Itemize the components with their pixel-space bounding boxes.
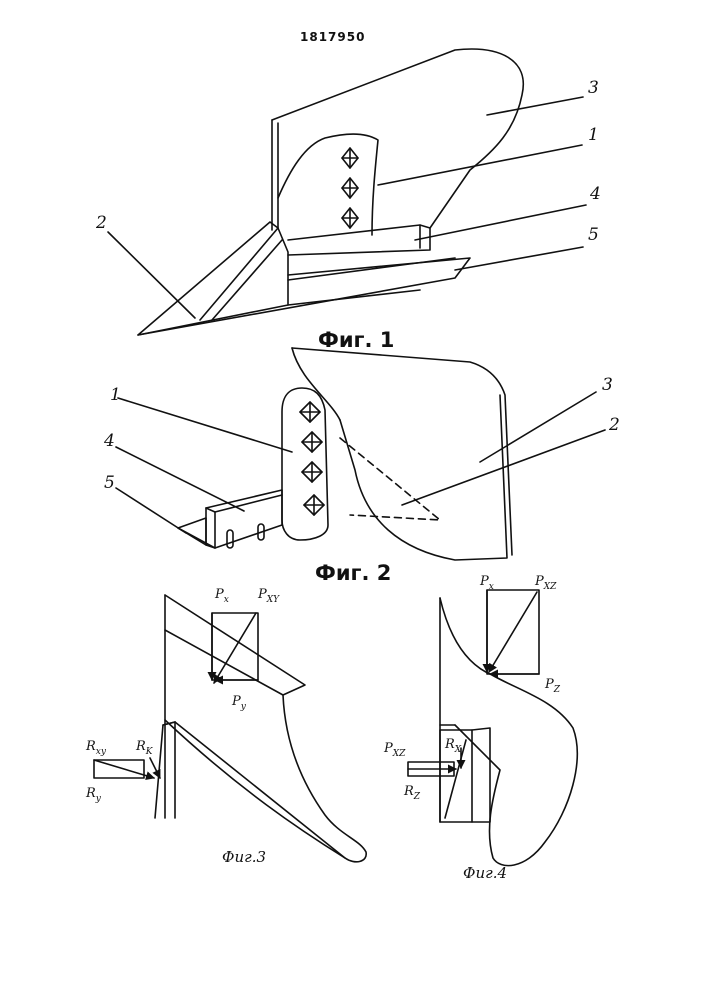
leader-line [115,446,245,512]
leader-line [479,391,597,463]
fig3-reaction-block [93,759,145,779]
fig4-share [439,727,491,823]
fig2-label-3: 3 [602,375,613,395]
figure-1: 3 1 4 5 2 Фиг. 1 [95,48,601,352]
fig3-pxy-arrow [213,612,257,684]
fig3-ry-label: Ry [85,786,102,804]
leader-line [115,487,187,534]
leader-line [377,144,583,186]
fig3-rxy-label: Rxy [85,739,107,757]
fig2-share [177,517,216,549]
fig4-pz-label: PZ [544,677,561,695]
fig2-label-2: 2 [608,415,620,435]
fig4-pxz-arrow [488,591,538,673]
fig3-pxy-label: PXY [257,587,280,605]
fig1-caption: Фиг. 1 [318,328,394,352]
fig3-py-label: Py [231,694,247,712]
fig1-label-2: 2 [95,213,107,233]
fig4-px-label: Px [479,574,494,592]
leader-line [117,397,293,453]
fig4-rx-label: RX [444,737,462,755]
slot-icon [257,523,265,541]
fig4-caption: Фиг.4 [463,864,507,882]
fig1-label-1: 1 [588,125,599,145]
fig1-moldboard [271,48,525,231]
figure-4: Px PXZ PZ PXZ RX RZ Фиг.4 [383,574,579,882]
fig2-label-1: 1 [110,385,121,405]
fig4-pxz2-label: PXZ [383,741,406,759]
fig1-label-3: 3 [588,78,599,98]
fig2-caption: Фиг. 2 [315,561,391,585]
fig1-label-5: 5 [588,225,599,245]
patent-number: 1817950 [300,30,366,44]
fig2-bolts [299,401,325,516]
fig4-pxz-label: PXZ [534,574,557,592]
fig3-px-label: Px [214,587,229,605]
fig3-profile [164,594,367,863]
leader-line [401,429,606,506]
leader-line [414,204,587,241]
fig3-rk-arrow [149,757,161,779]
fig3-caption: Фиг.3 [222,848,266,866]
fig1-beam [287,224,431,256]
leader-line [107,231,196,319]
leader-line [454,246,584,271]
slot-icon [226,529,234,549]
fig2-label-5: 5 [104,473,115,493]
fig1-label-4: 4 [589,184,601,204]
figure-3: Px PXY Py Rxy RK Ry Фиг.3 [85,587,367,866]
fig3-rk-label: RK [135,739,154,757]
fig3-rxy-arrow [93,759,155,781]
fig1-mounting-plate [277,133,379,236]
leader-line [486,96,584,116]
fig4-rz-label: RZ [403,784,421,802]
fig2-label-4: 4 [103,431,115,451]
fig2-beam [205,489,283,549]
fig2-moldboard [291,347,513,561]
fig2-mounting-plate [281,387,329,541]
figure-2: 3 2 1 4 5 Фиг. 2 [103,347,620,585]
